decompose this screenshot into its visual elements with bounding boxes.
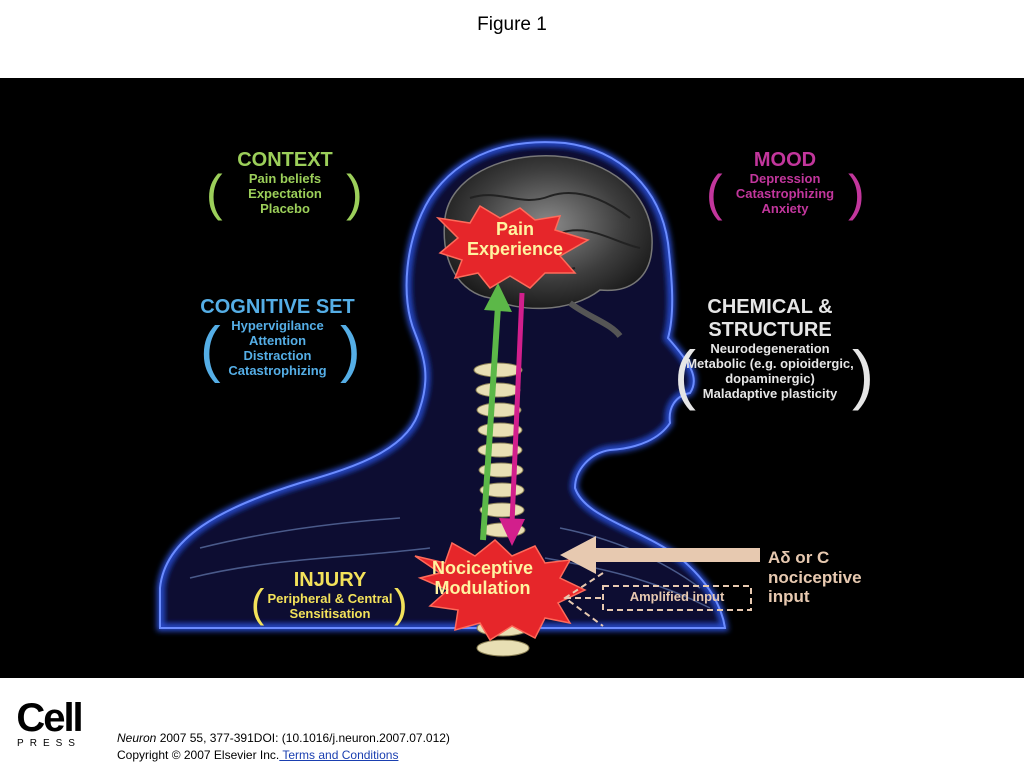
figure-panel: CONTEXT Pain beliefs Expectation Placebo… [0, 78, 1024, 678]
mood-heading: MOOD [753, 149, 817, 171]
cognitive-set-paren-left: ( [200, 315, 221, 384]
pain-experience-line: Experience [466, 238, 564, 259]
injury-label: INJURY Peripheral & Central Sensitisatio… [250, 569, 410, 622]
citation-line: Neuron 2007 55, 377-391DOI: (10.1016/j.n… [117, 731, 450, 745]
terms-link[interactable]: Terms and Conditions [279, 748, 399, 762]
mood-label: MOOD Depression Catastrophizing Anxiety [705, 149, 865, 217]
cell-press-logo: Cell PRESS [14, 698, 84, 749]
pain-experience-star [435, 204, 590, 289]
chemical-structure-label: CHEMICAL & STRUCTURE Neurodegeneration M… [680, 296, 860, 402]
injury-item: Peripheral & Central [267, 591, 393, 606]
nociceptive-modulation-line: Nociceptive [431, 558, 534, 578]
cognitive-set-item: Catastrophizing [228, 362, 327, 378]
cognitive-set-item: Attention [248, 332, 307, 348]
nociceptive-input-arrow [560, 536, 760, 574]
context-paren-left: ( [206, 165, 223, 221]
context-item: Placebo [260, 200, 310, 216]
injury-paren-left: ( [251, 582, 265, 626]
nociceptive-modulation-text: Nociceptive Modulation [415, 558, 550, 599]
chemical-structure-item: Maladaptive plasticity [702, 385, 838, 401]
cognitive-set-item: Distraction [243, 347, 312, 363]
mood-paren-right: ) [848, 165, 865, 221]
injury-item: Sensitisation [289, 605, 371, 621]
context-item: Expectation [248, 185, 322, 201]
mood-item: Anxiety [761, 200, 809, 216]
cognitive-set-heading: COGNITIVE SET [200, 296, 355, 318]
context-paren-right: ) [346, 165, 363, 221]
cognitive-set-item: Hypervigilance [231, 318, 324, 333]
mood-paren-left: ( [706, 165, 723, 221]
nociceptive-modulation-star [414, 539, 587, 642]
descending-arrow [499, 292, 525, 546]
input-line: input [768, 587, 810, 607]
cognitive-set-paren-right: ) [340, 315, 361, 384]
chemical-structure-item: Neurodegeneration [710, 341, 830, 356]
head-illustration [157, 139, 760, 657]
copyright-line: Copyright © 2007 Elsevier Inc. Terms and… [117, 748, 398, 762]
nociceptive-input-label: Aδ or C nociceptive input [768, 548, 888, 607]
journal-name: Neuron [117, 731, 157, 745]
context-label: CONTEXT Pain beliefs Expectation Placebo [205, 149, 365, 217]
amplified-input-shape [563, 572, 752, 627]
logo-cell-text: Cell [16, 696, 83, 740]
input-line: Aδ or C [768, 548, 830, 567]
cognitive-set-label: COGNITIVE SET Hypervigilance Attention D… [190, 296, 365, 379]
chemical-structure-heading: STRUCTURE [708, 319, 832, 341]
pain-experience-text: Pain Experience [450, 219, 580, 260]
input-line: nociceptive [768, 567, 862, 587]
chemical-structure-paren-right: ) [852, 337, 874, 411]
pain-experience-line: Pain [495, 219, 534, 239]
chemical-structure-item: Metabolic (e.g. opioidergic, [686, 355, 854, 371]
logo-press-text: PRESS [17, 738, 81, 749]
mood-item: Catastrophizing [735, 185, 835, 201]
context-item: Pain beliefs [248, 171, 322, 186]
citation-text: 2007 55, 377-391DOI: (10.1016/j.neuron.2… [156, 731, 450, 745]
context-heading: CONTEXT [237, 149, 333, 171]
nociceptive-modulation-line: Modulation [434, 577, 531, 598]
chemical-structure-heading: CHEMICAL & [707, 296, 833, 318]
chemical-structure-item: dopaminergic) [725, 370, 815, 386]
figure-title: Figure 1 [477, 14, 547, 35]
injury-paren-right: ) [394, 582, 408, 626]
copyright-text: Copyright © 2007 Elsevier Inc. [117, 748, 280, 762]
chemical-structure-paren-left: ( [674, 337, 696, 411]
mood-item: Depression [749, 171, 821, 186]
injury-heading: INJURY [293, 569, 367, 591]
ascending-arrow [480, 283, 512, 541]
amplified-input-label: Amplified input [629, 589, 725, 604]
